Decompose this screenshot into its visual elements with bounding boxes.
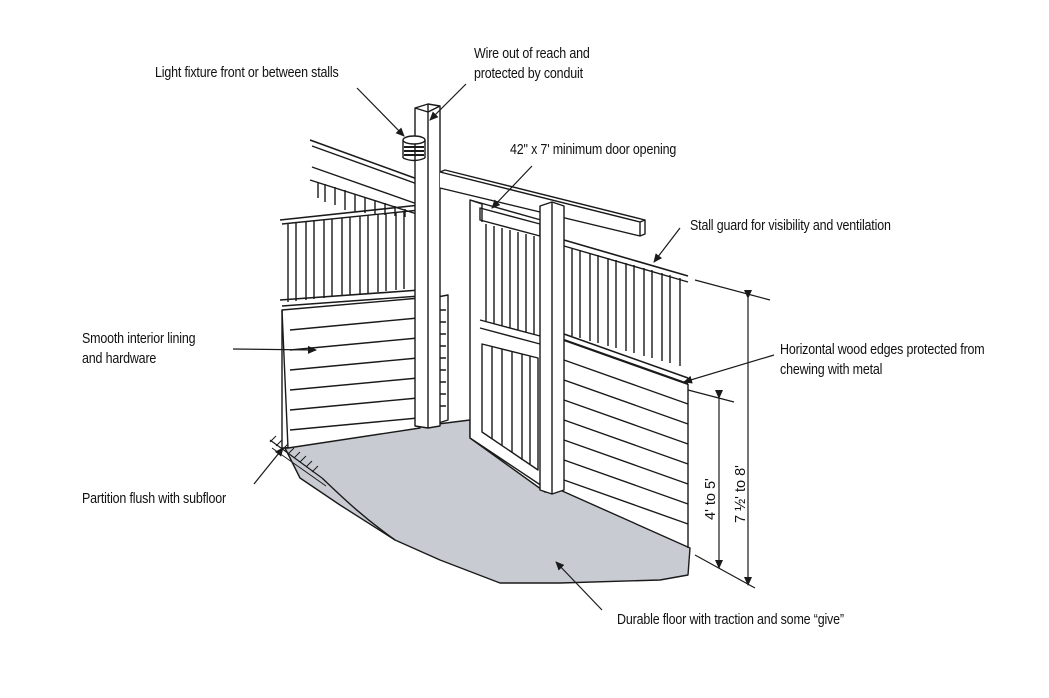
callout-durable-floor: Durable floor with traction and some “gi… xyxy=(617,610,844,630)
lining-boards xyxy=(289,317,419,431)
callout-text: and hardware xyxy=(82,351,157,367)
callout-text: Light fixture front or between stalls xyxy=(155,65,339,81)
callout-text: 42" x 7' minimum door opening xyxy=(510,142,677,158)
callout-wood-edges: Horizontal wood edges protected from che… xyxy=(780,340,985,380)
right-stall-guard-bars xyxy=(571,248,681,366)
callout-text: chewing with metal xyxy=(780,362,883,378)
light-fixture-icon xyxy=(402,135,426,162)
left-partition-lining xyxy=(281,297,421,449)
callout-text: Smooth interior lining xyxy=(82,331,196,347)
callout-partition-subfloor: Partition flush with subfloor xyxy=(82,489,226,509)
callout-text: Durable floor with traction and some “gi… xyxy=(617,612,844,628)
left-stall-guard-bars xyxy=(287,211,405,302)
callout-text: Partition flush with subfloor xyxy=(82,491,227,507)
callout-text: Horizontal wood edges protected from xyxy=(780,342,985,358)
callout-door-opening: 42" x 7' minimum door opening xyxy=(510,140,676,160)
callout-interior-lining: Smooth interior lining and hardware xyxy=(82,329,196,369)
dimension-lower-wall: 4' to 5' xyxy=(703,478,719,520)
stall-door xyxy=(469,199,549,491)
callout-text: Wire out of reach and xyxy=(474,46,590,62)
callout-light-fixture: Light fixture front or between stalls xyxy=(155,63,339,83)
callout-stall-guard: Stall guard for visibility and ventilati… xyxy=(690,216,891,236)
callout-text: Stall guard for visibility and ventilati… xyxy=(690,218,891,234)
dimension-total-wall: 7 ½' to 8' xyxy=(733,465,749,523)
callout-wire-conduit: Wire out of reach and protected by condu… xyxy=(474,44,590,84)
right-wall-boards xyxy=(563,359,689,525)
callout-text: protected by conduit xyxy=(474,66,583,82)
